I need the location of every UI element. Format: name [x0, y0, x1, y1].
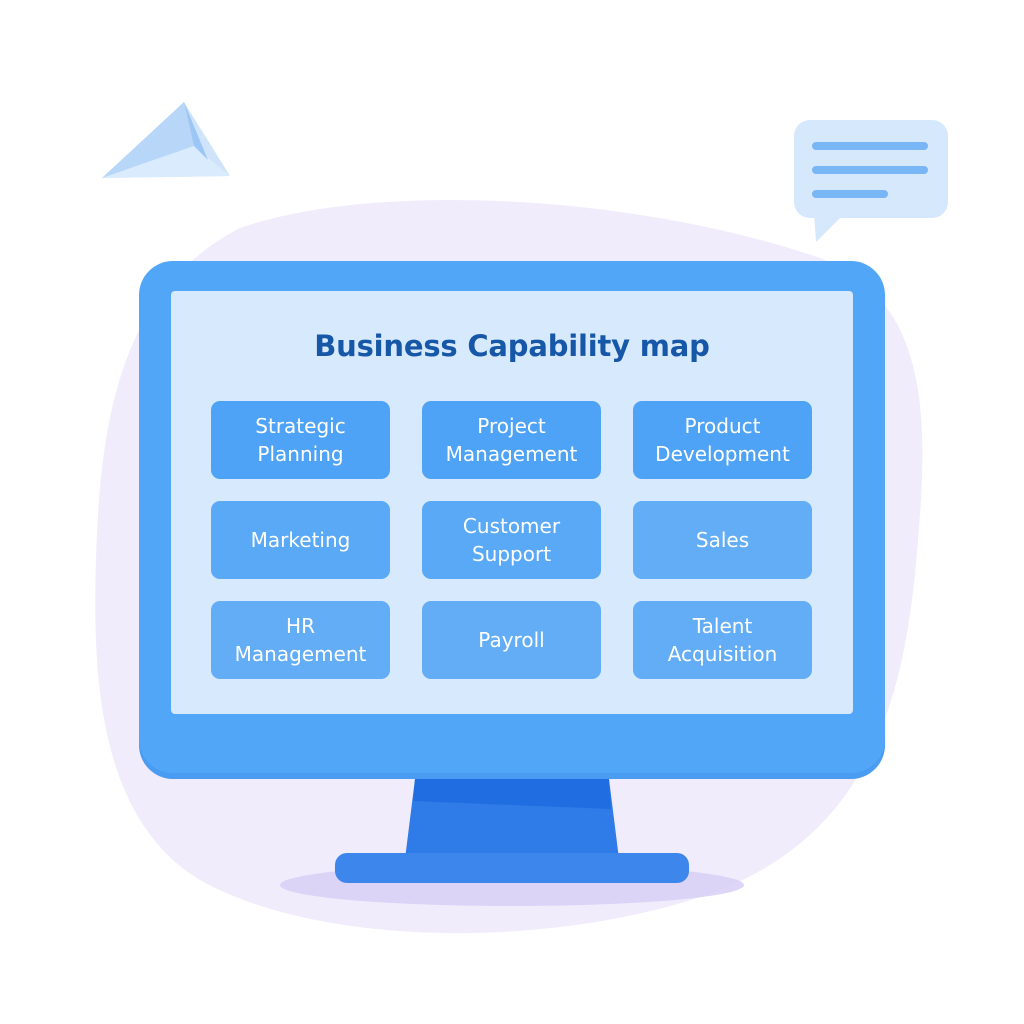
capability-label: Talent Acquisition [667, 614, 778, 666]
capability-tile-talent-acquisition[interactable]: Talent Acquisition [633, 601, 812, 679]
paper-plane-icon [102, 102, 230, 178]
capability-label: HR Management [234, 614, 367, 666]
capability-label: Marketing [250, 528, 351, 552]
capability-label: Customer Support [462, 514, 561, 566]
monitor-stand-neck [405, 779, 619, 859]
capability-label: Payroll [478, 628, 545, 652]
chat-bubble-icon [794, 120, 948, 242]
capability-tile-hr-management[interactable]: HR Management [211, 601, 390, 679]
capability-tile-strategic-planning[interactable]: Strategic Planning [211, 401, 390, 479]
capability-tile-payroll[interactable]: Payroll [422, 601, 601, 679]
capability-tile-product-development[interactable]: Product Development [633, 401, 812, 479]
capability-tile-project-management[interactable]: Project Management [422, 401, 601, 479]
capability-label: Strategic Planning [255, 414, 346, 466]
monitor-screen: Business Capability map Strategic Planni… [171, 291, 853, 714]
monitor-frame: Business Capability map Strategic Planni… [139, 261, 885, 779]
capability-label: Sales [695, 528, 750, 552]
capability-tile-customer-support[interactable]: Customer Support [422, 501, 601, 579]
capability-grid: Strategic Planning Project Management Pr… [211, 401, 813, 679]
monitor-stand-base [335, 853, 689, 883]
page-title: Business Capability map [314, 329, 710, 363]
capability-label: Product Development [655, 414, 790, 466]
capability-tile-sales[interactable]: Sales [633, 501, 812, 579]
capability-tile-marketing[interactable]: Marketing [211, 501, 390, 579]
capability-label: Project Management [445, 414, 578, 466]
